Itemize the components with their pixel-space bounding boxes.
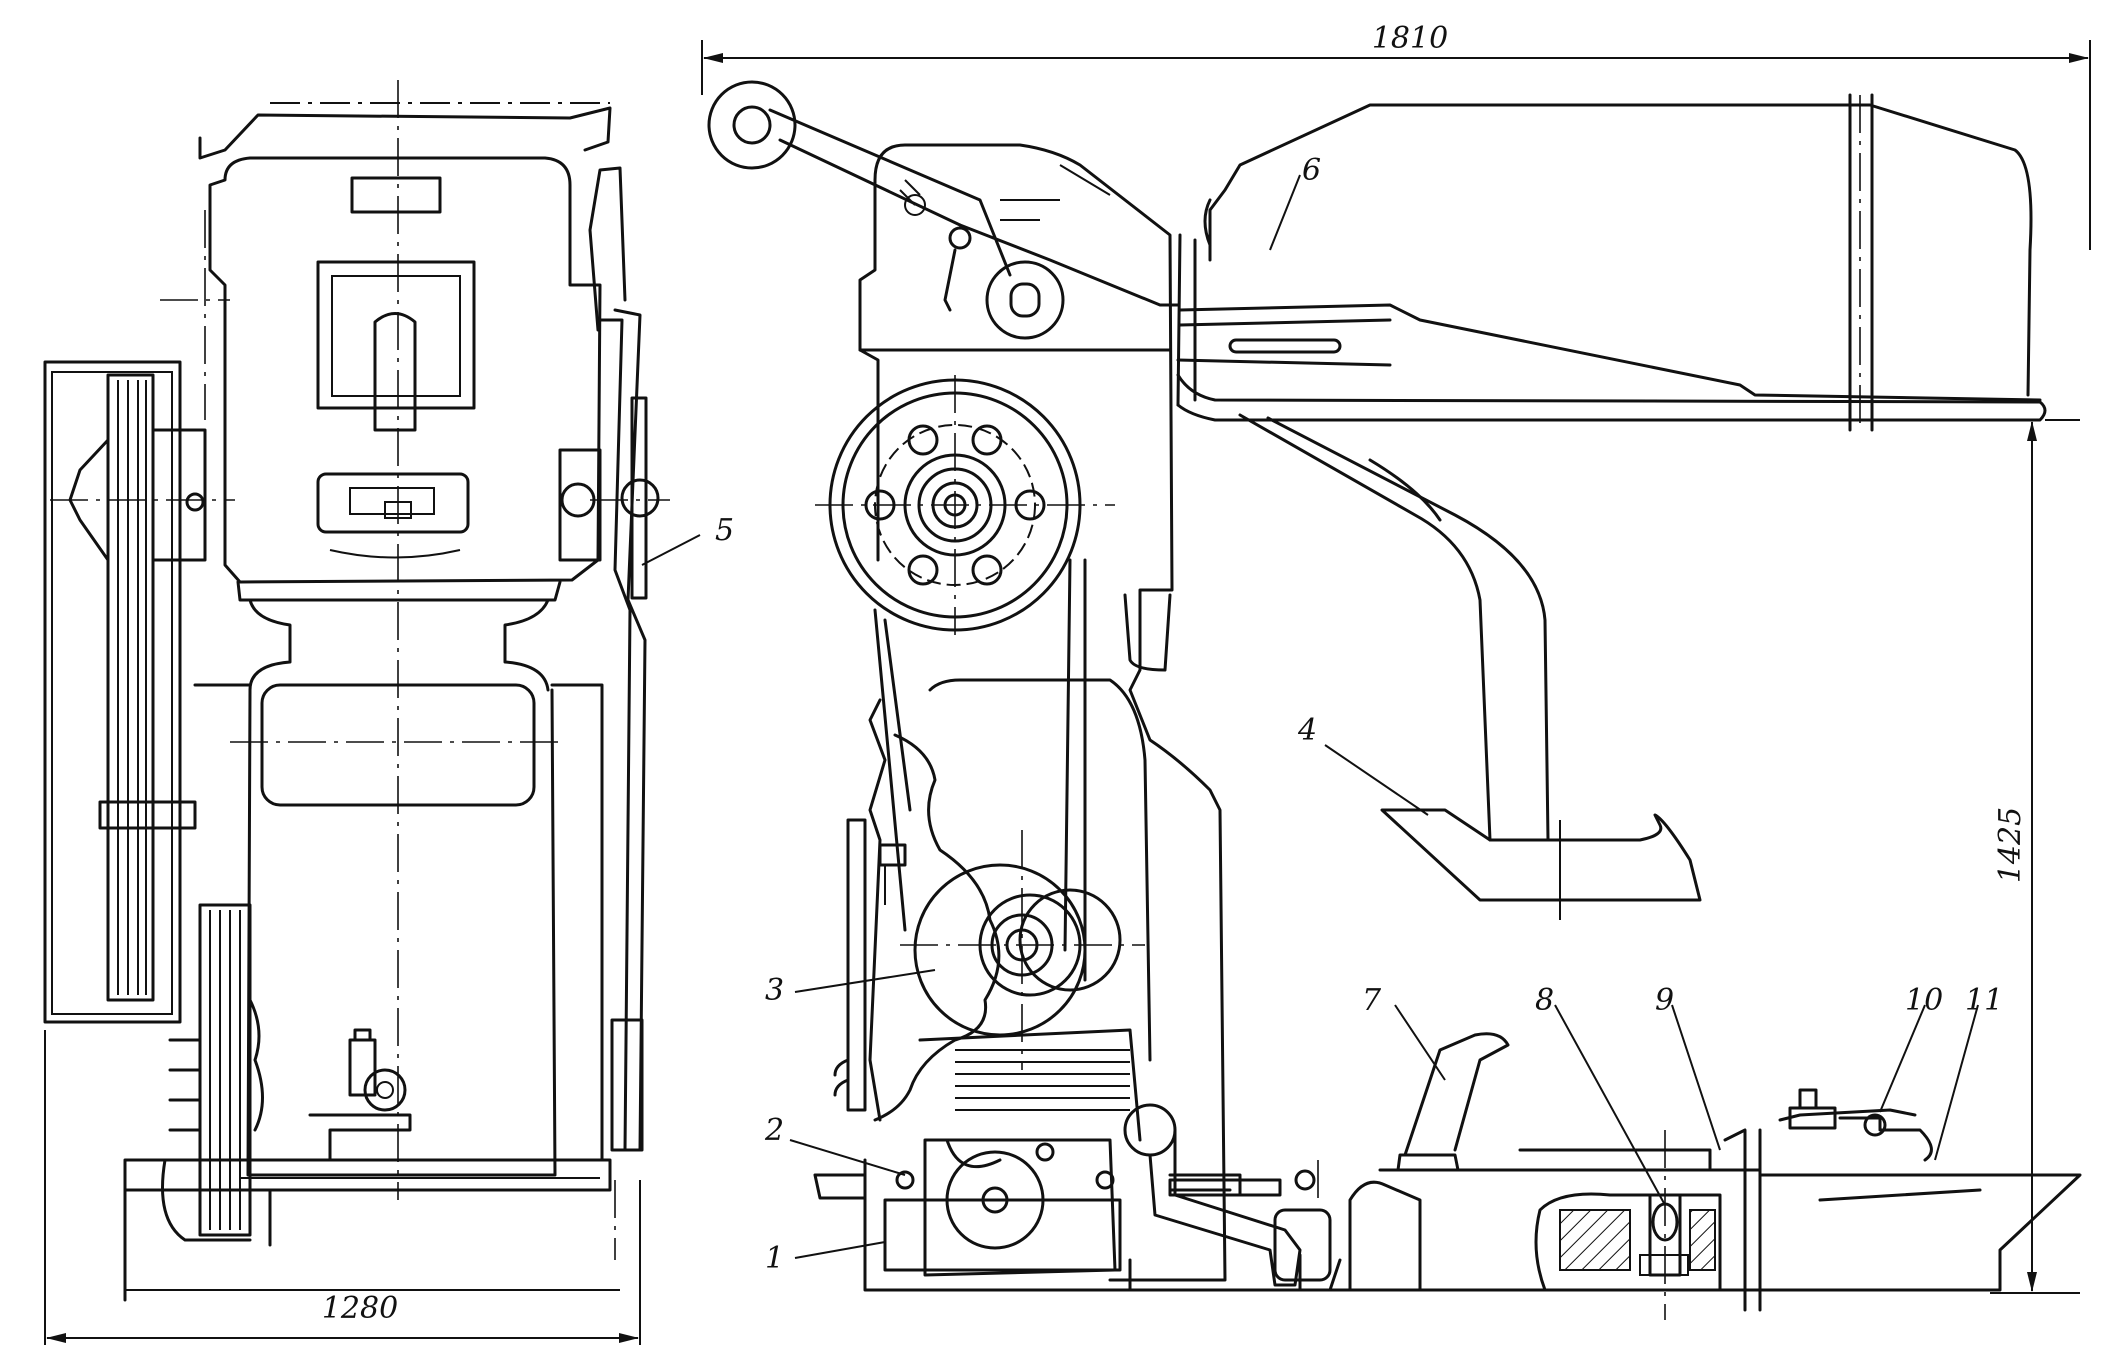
callout-5: 5 <box>715 513 734 548</box>
side-view <box>707 80 2082 1320</box>
upper-pulley-stack <box>68 373 207 1002</box>
upper-lever <box>707 80 1180 340</box>
callout-8: 8 <box>1535 983 1554 1018</box>
callout-11: 11 <box>1965 983 2003 1018</box>
pedal-linkage <box>1123 1103 1332 1287</box>
cooling-ribs <box>918 1028 1142 1142</box>
callout-1: 1 <box>765 1241 784 1276</box>
dimension-1280: 1280 <box>322 1291 398 1326</box>
callout-2: 2 <box>764 1113 784 1148</box>
part-callouts: 1 2 3 4 5 6 7 8 9 10 11 <box>641 153 2003 1276</box>
dimension-1810: 1810 <box>1372 21 1448 56</box>
dimension-1425: 1425 <box>1993 807 2028 883</box>
flywheel <box>815 375 1115 635</box>
callout-7: 7 <box>1362 983 1382 1018</box>
callout-3: 3 <box>765 973 784 1008</box>
pedal-7 <box>1378 1032 1762 1172</box>
callout-6: 6 <box>1302 153 1321 188</box>
front-view <box>43 80 670 1302</box>
support-arm <box>1238 413 1702 920</box>
work-table <box>1176 93 2047 432</box>
side-sprocket <box>558 166 660 1152</box>
dimension-lines: 1810 1280 1425 <box>44 21 2091 1345</box>
callout-9: 9 <box>1655 983 1674 1018</box>
lower-pulley-stack <box>161 903 264 1242</box>
callout-4: 4 <box>1297 713 1317 748</box>
callout-10: 10 <box>1905 983 1943 1018</box>
sectioned-foundation <box>1534 1192 1722 1292</box>
